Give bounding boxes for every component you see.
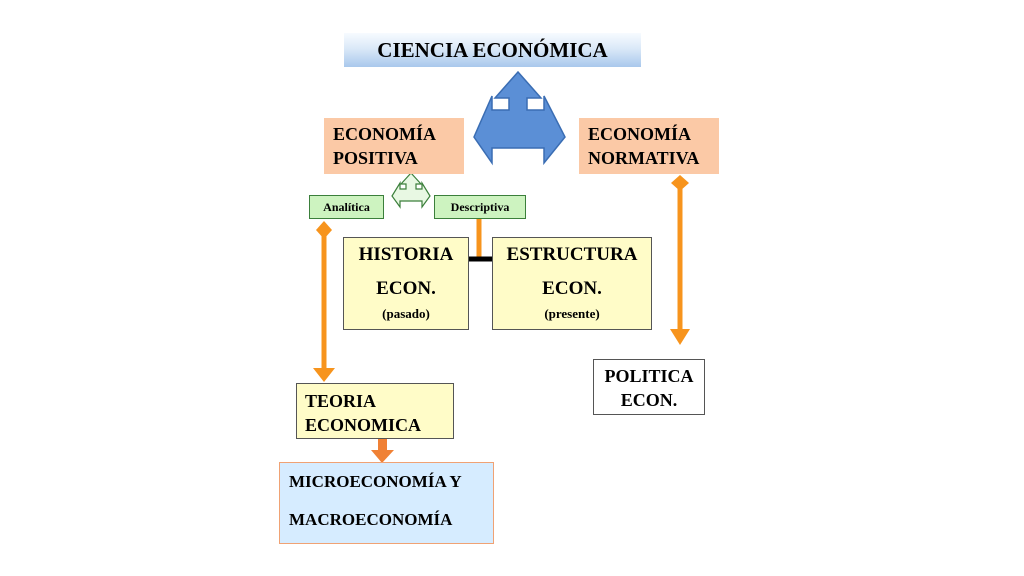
positiva-line2: POSITIVA: [333, 148, 418, 168]
small-three-way-arrow: [391, 172, 431, 209]
teoria-line1: TEORIA: [305, 391, 377, 411]
estructura-line3: (presente): [544, 306, 600, 321]
politica-line2: ECON.: [620, 390, 678, 410]
analitica-teoria-top-head: [316, 221, 332, 239]
estructura-line1: ESTRUCTURA: [506, 244, 638, 265]
historia-line2: ECON.: [376, 278, 436, 299]
teoria-micro-head: [371, 450, 394, 463]
politica-line1: POLITICA: [604, 366, 694, 386]
economia-positiva-box: ECONOMÍA POSITIVA: [324, 118, 464, 174]
normativa-line2: NORMATIVA: [588, 148, 700, 168]
micro-macro-box: MICROECONOMÍA Y MACROECONOMÍA: [279, 462, 494, 544]
politica-economica-box: POLITICA ECON.: [593, 359, 705, 415]
historia-economica-box: HISTORIA ECON. (pasado): [343, 237, 469, 330]
analitica-teoria-bottom-head: [313, 368, 335, 382]
estructura-line2: ECON.: [542, 278, 602, 299]
micro-line1: MICROECONOMÍA Y: [289, 472, 462, 491]
historia-line3: (pasado): [382, 306, 430, 321]
positiva-line1: ECONOMÍA: [333, 124, 436, 144]
descriptiva-tag: Descriptiva: [434, 195, 526, 219]
analitica-label: Analítica: [323, 199, 370, 214]
ciencia-economica-title: CIENCIA ECONÓMICA: [344, 33, 641, 67]
title-text: CIENCIA ECONÓMICA: [377, 37, 608, 62]
analitica-tag: Analítica: [309, 195, 384, 219]
teoria-economica-box: TEORIA ECONOMICA: [296, 383, 454, 439]
normativa-politica-top-head: [671, 175, 689, 191]
economia-normativa-box: ECONOMÍA NORMATIVA: [579, 118, 719, 174]
descriptiva-label: Descriptiva: [450, 199, 510, 214]
blue-three-way-arrow: [473, 70, 566, 166]
teoria-micro-shaft: [378, 439, 387, 451]
micro-line2: MACROECONOMÍA: [289, 510, 453, 529]
estructura-economica-box: ESTRUCTURA ECON. (presente): [492, 237, 652, 330]
normativa-line1: ECONOMÍA: [588, 124, 691, 144]
teoria-line2: ECONOMICA: [305, 415, 421, 435]
normativa-politica-bottom-head: [670, 329, 690, 345]
historia-line1: HISTORIA: [358, 244, 454, 265]
